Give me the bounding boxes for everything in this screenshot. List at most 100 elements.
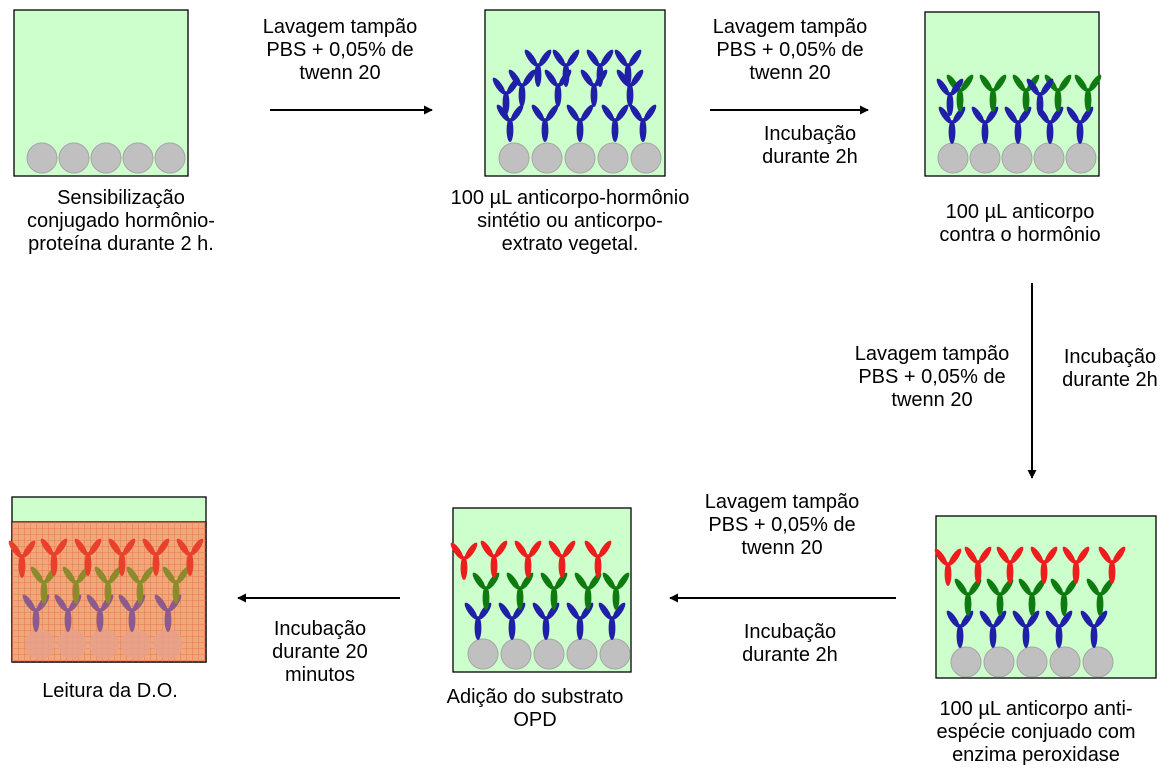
well-step-6: [8, 496, 207, 663]
bead: [597, 142, 629, 174]
step-5-caption: Adição do substrato OPD: [446, 686, 624, 731]
bead: [1001, 142, 1033, 174]
anti-hormone-antibody: [540, 572, 568, 610]
enzyme-antibody: [964, 546, 992, 584]
hormone-antibody: [629, 104, 657, 142]
enzyme-antibody: [548, 540, 576, 578]
incubation-label-2: Incubação durante 2h: [762, 123, 858, 168]
bead: [25, 629, 55, 659]
enzyme-antibody: [74, 538, 102, 576]
hormone-antibody: [524, 49, 552, 87]
enzyme-antibody: [1030, 546, 1058, 584]
well-step-3: [924, 11, 1102, 177]
anti-hormone-antibody: [506, 572, 534, 610]
hormone-antibody: [936, 78, 964, 116]
well-step-2: [484, 9, 666, 177]
well-step-5: [450, 507, 632, 673]
bead: [630, 142, 662, 174]
incubation-label-4: Incubação durante 2h: [742, 621, 838, 666]
bead: [500, 638, 532, 670]
enzyme-antibody: [40, 538, 68, 576]
bead: [122, 142, 154, 174]
bead: [566, 638, 598, 670]
hormone-antibody: [1012, 610, 1040, 648]
hormone-antibody: [971, 106, 999, 144]
wash-label-4: Lavagem tampão PBS + 0,05% de twenn 20: [704, 491, 860, 559]
bead: [1065, 142, 1097, 174]
bead: [937, 142, 969, 174]
anti-hormone-antibody: [979, 74, 1007, 112]
anti-hormone-antibody: [1074, 74, 1102, 112]
hormone-antibody: [979, 610, 1007, 648]
bead: [467, 638, 499, 670]
incubation-label-3: Incubação durante 2h: [1062, 346, 1158, 391]
bead: [1082, 646, 1114, 678]
bead: [154, 142, 186, 174]
bead: [599, 638, 631, 670]
anti-hormone-antibody: [1086, 578, 1114, 616]
hormone-antibody: [938, 106, 966, 144]
bead: [1033, 142, 1065, 174]
enzyme-antibody: [8, 540, 36, 578]
anti-hormone-antibody: [94, 566, 122, 604]
hormone-antibody: [616, 69, 644, 107]
enzyme-antibody: [108, 538, 136, 576]
hormone-antibody: [614, 49, 642, 87]
enzyme-antibody: [514, 540, 542, 578]
hormone-antibody: [1004, 106, 1032, 144]
bead: [983, 646, 1015, 678]
anti-hormone-antibody: [1018, 578, 1046, 616]
hormone-antibody: [531, 104, 559, 142]
step-1-caption: Sensibilização conjugado hormônio- prote…: [27, 187, 215, 255]
bead: [90, 142, 122, 174]
anti-hormone-antibody: [986, 578, 1014, 616]
hormone-antibody: [601, 104, 629, 142]
hormone-antibody: [1080, 610, 1108, 648]
bead: [531, 142, 563, 174]
step-4-caption: 100 µL anticorpo anti- espécie conjuado …: [936, 698, 1136, 766]
bead: [498, 142, 530, 174]
hormone-antibody: [1066, 106, 1094, 144]
wash-label-3: Lavagem tampão PBS + 0,05% de twenn 20: [854, 343, 1010, 411]
step-3-caption: 100 µL anticorpo contra o hormônio: [939, 201, 1101, 246]
wash-label-2: Lavagem tampão PBS + 0,05% de twenn 20: [712, 16, 868, 84]
hormone-antibody: [586, 49, 614, 87]
bead: [1049, 646, 1081, 678]
bead: [57, 629, 87, 659]
anti-hormone-antibody: [62, 566, 90, 604]
hormone-antibody: [552, 49, 580, 87]
bead: [533, 638, 565, 670]
bead: [121, 629, 151, 659]
enzyme-antibody: [480, 540, 508, 578]
hormone-antibody: [598, 602, 626, 640]
enzyme-antibody: [176, 538, 204, 576]
anti-hormone-antibody: [472, 572, 500, 610]
enzyme-antibody: [996, 546, 1024, 584]
step-6-caption: Leitura da D.O.: [42, 680, 178, 702]
bead: [89, 629, 119, 659]
enzyme-antibody: [450, 542, 478, 580]
enzyme-antibody: [1062, 546, 1090, 584]
anti-hormone-antibody: [126, 566, 154, 604]
enzyme-antibody: [934, 548, 962, 586]
hormone-antibody: [496, 104, 524, 142]
bead: [1016, 646, 1048, 678]
hormone-antibody: [1026, 78, 1054, 116]
enzyme-antibody: [142, 538, 170, 576]
bead: [26, 142, 58, 174]
anti-hormone-antibody: [602, 572, 630, 610]
enzyme-antibody: [1098, 546, 1126, 584]
hormone-antibody: [946, 610, 974, 648]
hormone-antibody: [492, 77, 520, 115]
bead: [153, 629, 183, 659]
anti-hormone-antibody: [1050, 578, 1078, 616]
incubation-label-5: Incubação durante 20 minutos: [272, 618, 368, 686]
hormone-antibody: [566, 104, 594, 142]
step-2-caption: 100 µL anticorpo-hormônio sintétio ou an…: [450, 187, 690, 255]
bead: [58, 142, 90, 174]
anti-hormone-antibody: [162, 566, 190, 604]
well-step-1: [13, 9, 189, 177]
hormone-antibody: [1045, 610, 1073, 648]
wash-label-1: Lavagem tampão PBS + 0,05% de twenn 20: [262, 16, 418, 84]
